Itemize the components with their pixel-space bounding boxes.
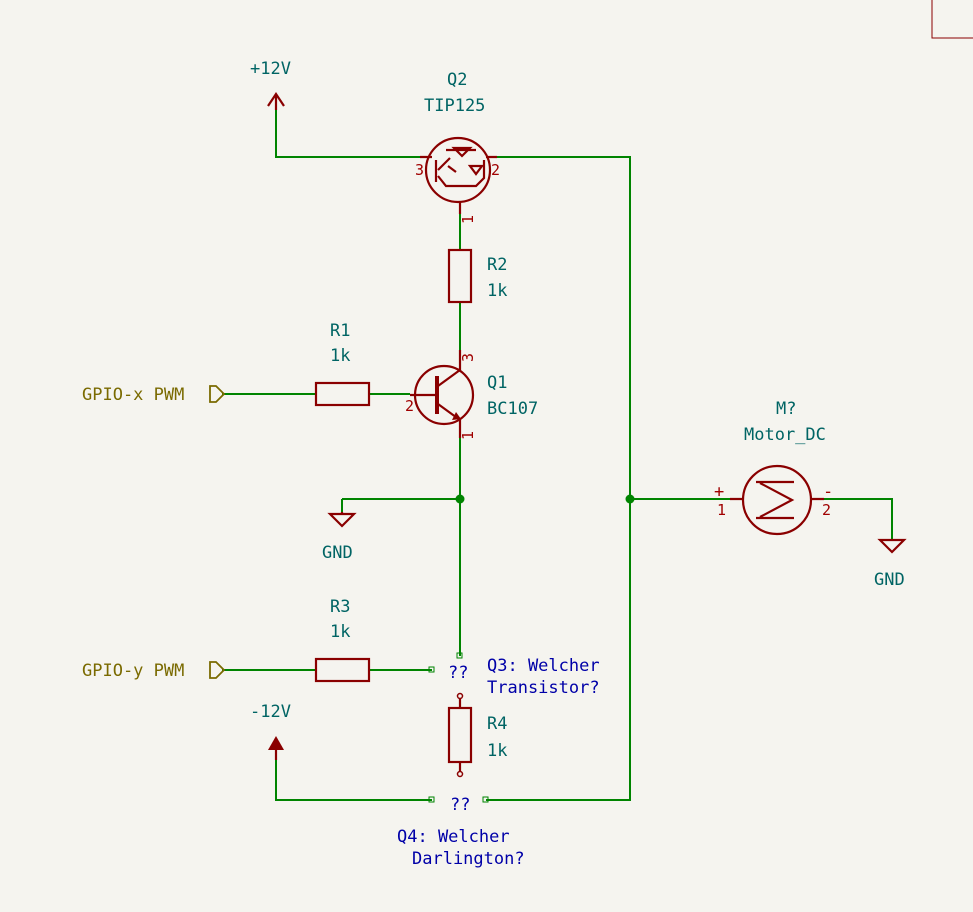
motor-reference: M?	[776, 399, 796, 419]
q4-note-line1: Q4: Welcher	[397, 827, 510, 847]
power-plus12v-label: +12V	[250, 59, 291, 79]
q4-unknown-symbol[interactable]	[428, 796, 489, 803]
motor-value: Motor_DC	[744, 425, 826, 445]
resistor-r1-symbol[interactable]	[314, 381, 371, 407]
wires	[222, 110, 893, 801]
power-minus12v-symbol[interactable]	[268, 736, 284, 760]
motor-pin-label: 2	[822, 501, 831, 519]
motor-pin-label: 1	[717, 501, 726, 519]
q2-pin-label: 3	[415, 161, 424, 179]
gpio-x-label: GPIO-x PWM	[82, 385, 184, 405]
q1-value: BC107	[487, 399, 538, 419]
q2-pin-label: 1	[459, 215, 477, 224]
transistor-q1-symbol[interactable]	[410, 350, 475, 438]
gnd-label: GND	[322, 543, 353, 563]
gnd-symbol[interactable]	[877, 538, 907, 554]
r2-reference: R2	[487, 255, 507, 275]
gpio-y-label: GPIO-y PWM	[82, 661, 184, 681]
junction-dot	[455, 494, 465, 504]
resistor-r2-symbol[interactable]	[447, 248, 473, 304]
motor-plus-sign: +	[714, 482, 724, 502]
r4-value: 1k	[487, 741, 507, 761]
q3-unknown-mark: ??	[448, 663, 468, 683]
r4-reference: R4	[487, 714, 507, 734]
q4-note-line2: Darlington?	[412, 849, 525, 869]
motor-minus-sign: -	[823, 482, 833, 502]
motor-symbol[interactable]	[730, 464, 824, 536]
q3-unknown-symbol[interactable]	[428, 652, 463, 673]
power-plus12v-symbol[interactable]	[267, 92, 285, 110]
transistor-q2-symbol[interactable]	[420, 136, 497, 214]
q1-pin-label: 1	[459, 431, 477, 440]
gnd-label: GND	[874, 570, 905, 590]
gnd-symbol[interactable]	[327, 512, 357, 528]
gpio-x-port-icon[interactable]	[209, 385, 226, 403]
sheet-border	[931, 0, 973, 39]
q2-value: TIP125	[424, 96, 485, 116]
junction-dot	[625, 494, 635, 504]
power-minus12v-label: -12V	[250, 702, 291, 722]
r1-value: 1k	[330, 346, 350, 366]
gpio-y-port-icon[interactable]	[209, 661, 226, 679]
resistor-r4-symbol[interactable]	[447, 692, 473, 778]
q2-reference: Q2	[447, 70, 467, 90]
q1-reference: Q1	[487, 373, 507, 393]
q2-pin-label: 2	[491, 161, 500, 179]
q3-note-line1: Q3: Welcher	[487, 656, 600, 676]
q3-note-line2: Transistor?	[487, 678, 600, 698]
r1-reference: R1	[330, 321, 350, 341]
r3-value: 1k	[330, 622, 350, 642]
q4-unknown-mark: ??	[450, 795, 470, 815]
r2-value: 1k	[487, 281, 507, 301]
r3-reference: R3	[330, 597, 350, 617]
q1-pin-label: 2	[405, 397, 414, 415]
resistor-r3-symbol[interactable]	[314, 657, 371, 683]
q1-pin-label: 3	[459, 353, 477, 362]
